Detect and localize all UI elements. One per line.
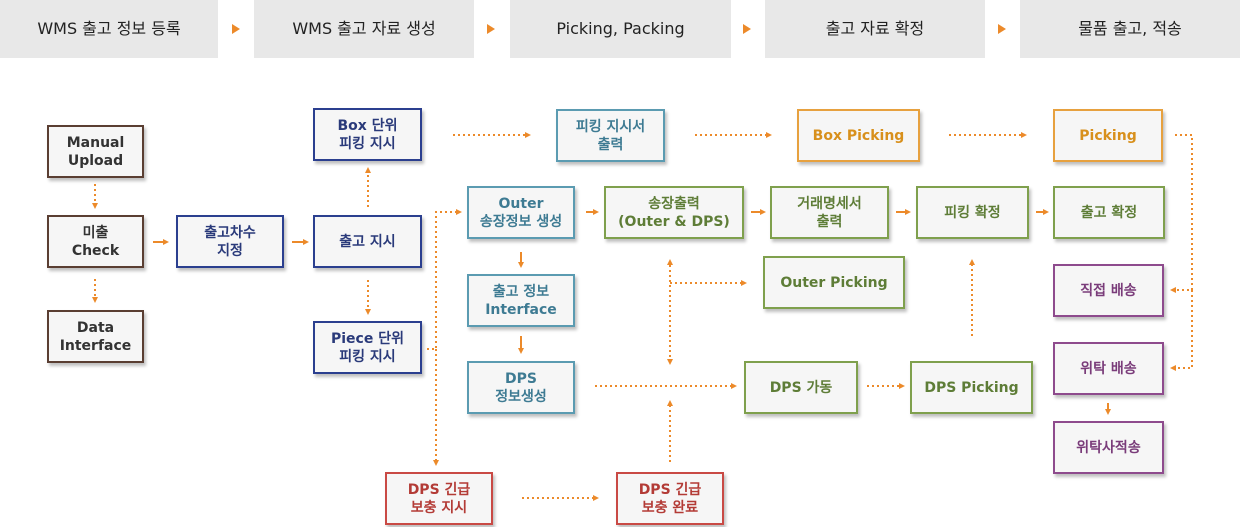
- shipping-info-interface-node: 출고 정보 Interface: [467, 274, 575, 327]
- box-picking-node: Box Picking: [797, 109, 920, 162]
- unshipped-check-node: 미출 Check: [47, 215, 144, 268]
- stage-arrow-icon: [487, 24, 495, 34]
- invoice-print-node: 송장출력 (Outer & DPS): [604, 186, 744, 239]
- outer-picking-node: Outer Picking: [763, 256, 905, 309]
- shipping-batch-node: 출고차수 지정: [176, 215, 284, 268]
- direct-delivery-node: 직접 배송: [1053, 264, 1164, 317]
- stage-header-2: WMS 출고 자료 생성: [254, 0, 474, 58]
- picking-node: Picking: [1053, 109, 1163, 162]
- stage-header-3: Picking, Packing: [510, 0, 731, 58]
- arrow-picking-to-direct: [1170, 134, 1193, 293]
- data-interface-node: Data Interface: [47, 310, 144, 363]
- arrow-picking-to-consigned: [1170, 290, 1193, 371]
- dps-urgent-done-node: DPS 긴급 보충 완료: [616, 472, 724, 525]
- arrow-piece-to-branch: [427, 209, 462, 350]
- manual-upload-node: Manual Upload: [47, 125, 144, 178]
- statement-print-node: 거래명세서 출력: [770, 186, 889, 239]
- stage-header-5: 물품 출고, 적송: [1020, 0, 1240, 58]
- shipping-order-node: 출고 지시: [313, 215, 422, 268]
- picking-sheet-print-node: 피킹 지시서 출력: [556, 109, 665, 162]
- dps-info-gen-node: DPS 정보생성: [467, 361, 575, 414]
- shipping-confirm-node: 출고 확정: [1053, 186, 1165, 239]
- stage-arrow-icon: [743, 24, 751, 34]
- dps-run-node: DPS 가동: [744, 361, 858, 414]
- dps-urgent-order-node: DPS 긴급 보충 지시: [385, 472, 493, 525]
- consigned-shipping-node: 위탁사적송: [1053, 421, 1164, 474]
- piece-picking-order-node: Piece 단위 피킹 지시: [313, 321, 422, 374]
- dps-picking-node: DPS Picking: [910, 361, 1033, 414]
- outer-invoice-gen-node: Outer 송장정보 생성: [467, 186, 575, 239]
- consigned-delivery-node: 위탁 배송: [1053, 342, 1164, 395]
- stage-header-4: 출고 자료 확정: [765, 0, 985, 58]
- stage-arrow-icon: [998, 24, 1006, 34]
- stage-header-1: WMS 출고 정보 등록: [0, 0, 218, 58]
- stage-arrow-icon: [232, 24, 240, 34]
- picking-confirm-node: 피킹 확정: [916, 186, 1029, 239]
- box-picking-order-node: Box 단위 피킹 지시: [313, 108, 422, 161]
